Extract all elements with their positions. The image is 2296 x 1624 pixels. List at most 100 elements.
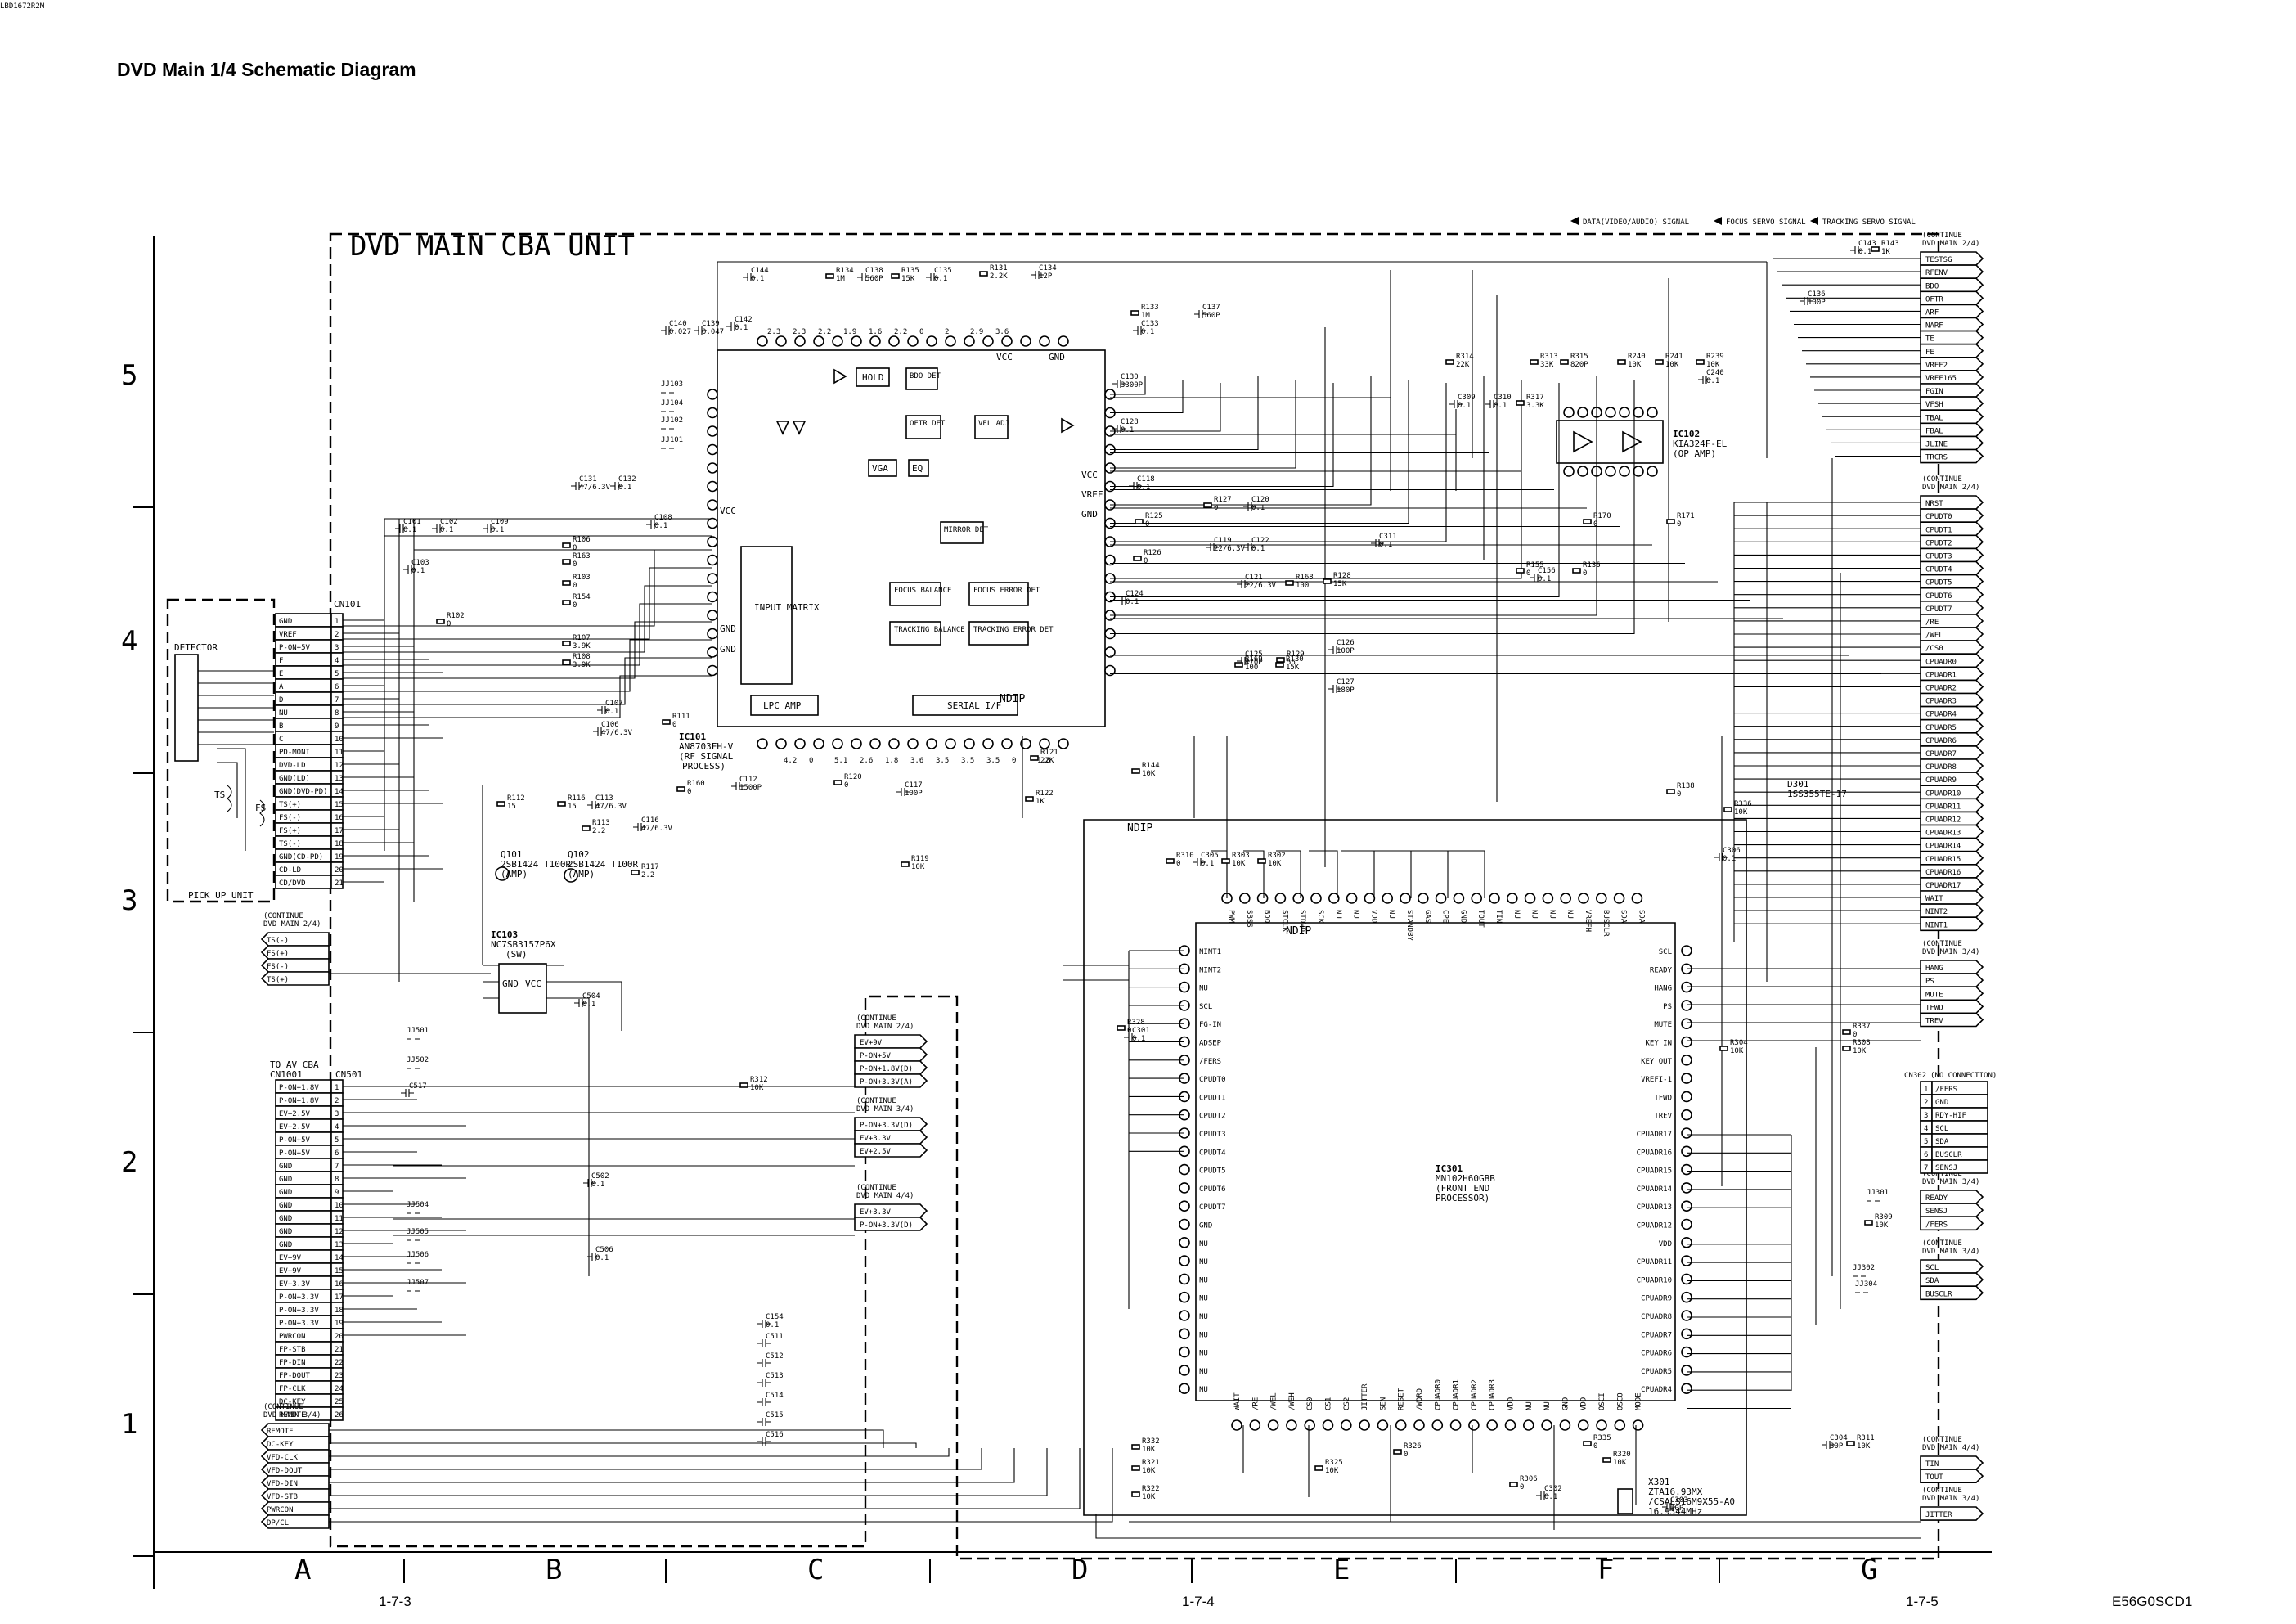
ic301-top-pin [1453,893,1465,904]
capacitor-symbol [1243,502,1256,511]
component-ref: R102 [447,612,465,620]
ic102-bottom-pin [1647,466,1658,477]
right_bus_g-signal: JITTER [1925,1511,1952,1519]
component-ref: R125 [1145,512,1163,520]
ic301-bottom-pin-label: RESET [1398,1388,1406,1410]
component-ref: C130 [1121,373,1139,381]
ic301-bottom-pin [1523,1419,1534,1431]
wire [717,261,1768,491]
ic101-bottom-pin [926,738,937,749]
component-ref: C132 [618,475,636,484]
component-ref: C101 [403,518,421,526]
cn501-pin-15: EV+9V [279,1267,302,1275]
component-value: 2.2 [641,871,654,879]
power_bus_a-signal: P-ON+1.8V(D) [860,1065,913,1073]
capacitor-symbol [1237,657,1250,665]
component-ref: C156 [1538,567,1556,575]
cn302-pin: SCL [1935,1125,1948,1133]
ic301-top-pin-label: PWM [1227,910,1235,924]
ic103-part: NC7SB3157P6X [491,939,556,950]
cn302-pin-number: 4 [1924,1125,1928,1133]
right_bus_b-tag [1920,653,1984,668]
right_bus_b-signal: /CS0 [1925,645,1943,653]
ic301-right-pin [1681,1036,1692,1048]
component-value: 0.1 [1137,484,1150,492]
ic301-right-pin [1681,1218,1692,1230]
component-ref: C504 [582,992,600,1001]
ic101-bottom-pin [851,738,862,749]
ic301-right-pin [1681,1365,1692,1376]
component-ref: C240 [1706,369,1724,377]
capacitor-symbol [597,706,610,714]
wire [1243,850,1265,898]
cn501-pin-14: EV+9V [279,1254,302,1262]
component-value: 30P [1830,1442,1844,1451]
cn302-ref: CN302 [1904,1072,1926,1080]
ic101-pins [707,335,1116,749]
ic101-top-pin [1020,335,1031,347]
component-ref: C102 [440,518,458,526]
q102-ref: Q102 [568,849,590,860]
component-ref: R310 [1176,852,1194,860]
resistor-symbol [562,542,571,548]
right_bus_a-continue-2: DVD MAIN 2/4) [1922,240,1979,248]
jumper-ref: JJ304 [1855,1280,1877,1289]
ic301-right-pin [1681,1273,1692,1285]
ic102-op-amp: IC102 KIA324F-EL (OP AMP) [1556,407,1728,477]
component-value: 1K [1036,798,1045,806]
wire [1110,383,1447,542]
resistor-symbol [1572,568,1581,574]
component-value: 0.1 [1251,504,1265,512]
cn302-pin-number: 2 [1924,1099,1928,1107]
wire [1110,376,1597,616]
power_bus_b-continue-1: (CONTINUE [856,1097,896,1105]
wire [1110,376,1372,506]
component-ref: R163 [573,552,591,560]
grid-column-a: A [294,1554,311,1586]
ic301-left-pin-label: NU [1199,1350,1208,1358]
right_bus_b-signal: CPUADR2 [1925,685,1957,693]
ic301-bottom-pin [1431,1419,1444,1431]
ic101-left-pin [707,573,718,584]
cn501-pin-26: REMOTE [279,1411,306,1419]
cn101-pin-20: CD-LD [279,866,301,875]
resistor-symbol [739,1082,748,1088]
component-value: 0 [1593,520,1597,529]
ic101-bottom-voltage: 5.1 [834,757,847,765]
right_bus_b-signal: NRST [1925,500,1943,508]
component-value: 0.1 [595,1254,609,1262]
cn101-pin-number: 2 [335,631,339,639]
power_bus_c-signal: P-ON+3.3V(D) [860,1221,913,1230]
component-value: 22K [1040,757,1054,765]
power_bus_a-continue-1: (CONTINUE [856,1014,896,1023]
capacitor-symbol [1371,539,1384,547]
ic101-top-pin [869,335,881,347]
ic101-bottom-pin [794,738,806,749]
right_bus_b-signal: CPUADR14 [1925,843,1961,851]
ic301-top-pin [1435,893,1447,904]
wire [329,1448,1015,1483]
jumper-ref: JJ101 [661,436,683,444]
ic301-right-pin-label: CPUADR13 [1637,1203,1672,1212]
ic301-right-pin-label: CPUADR11 [1637,1258,1672,1266]
ic101-block-lpc-amp: LPC AMP [763,700,802,711]
component-ref: C310 [1494,394,1512,402]
ic301-part-2: (FRONT END [1436,1183,1489,1194]
capacitor-symbol [757,1418,771,1426]
cn101-pin-number: 8 [335,709,339,718]
wire [1110,376,1259,451]
wire [1110,376,1146,395]
ic101-block-tracking-balance: TRACKING BALANCE [894,626,965,634]
q101-part: 2SB1424 T100R [501,859,571,870]
ic102-bottom-pin [1619,466,1630,477]
right_bus_a-signal: FE [1925,349,1934,357]
component-value: 12P [1039,272,1053,281]
right_bus_d-tag [1920,1203,1984,1217]
